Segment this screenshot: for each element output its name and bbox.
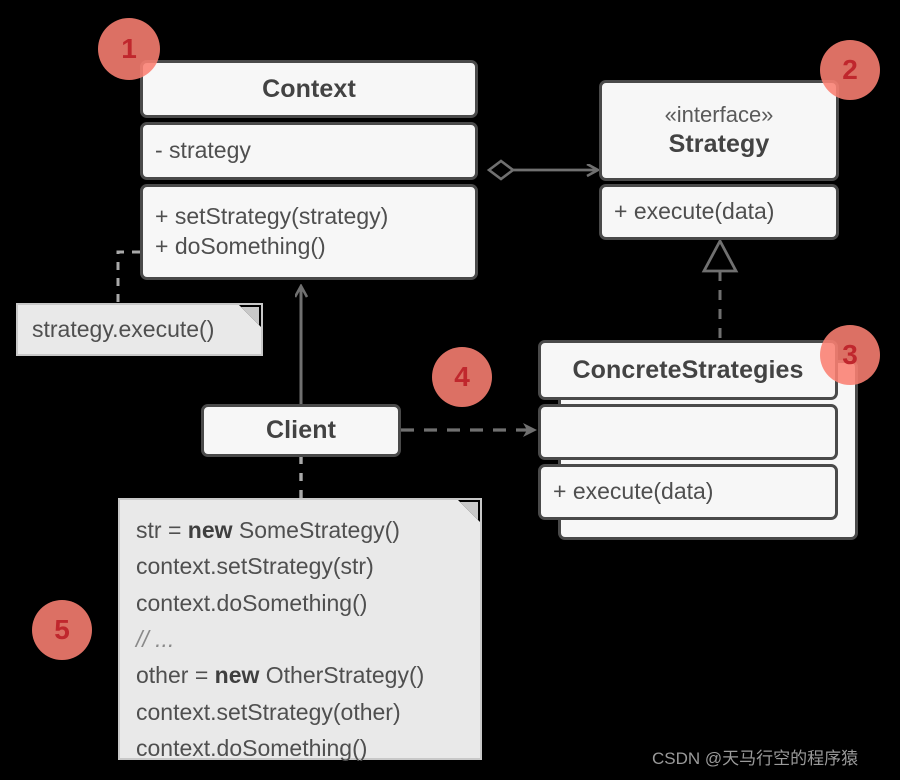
strategy-class-name: Strategy	[668, 130, 770, 159]
strategy-methods-compartment: + execute(data)	[599, 184, 839, 240]
code-line-5-post: OtherStrategy()	[259, 662, 425, 689]
badge-1[interactable]: 1	[98, 18, 160, 80]
relationship-context-strategy	[486, 159, 598, 181]
code-line-3: context.doSomething()	[136, 585, 464, 621]
code-line-6-text: context.setStrategy(other)	[136, 698, 401, 725]
code-note-fold-triangle-icon	[460, 502, 478, 520]
code-line-2-text: context.setStrategy(str)	[136, 553, 374, 580]
strategy-stereotype: «interface»	[664, 101, 774, 127]
context-class-name: Context	[262, 74, 356, 103]
code-line-7: context.doSomething()	[136, 730, 464, 766]
note-fold-triangle-icon	[241, 307, 259, 325]
context-method-setstrategy: + setStrategy(strategy)	[155, 203, 389, 230]
note-strategy-execute[interactable]: strategy.execute()	[16, 303, 263, 356]
client-title-compartment: Client	[201, 404, 401, 457]
context-field-strategy: - strategy	[155, 137, 251, 164]
realization-triangle	[701, 238, 739, 273]
badge-1-label: 1	[121, 33, 137, 64]
badge-3-label: 3	[842, 339, 858, 370]
strategy-title-compartment: «interface» Strategy	[599, 80, 839, 181]
class-box-concrete-strategies[interactable]: ConcreteStrategies + execute(data)	[538, 340, 838, 520]
code-line-1: str = new SomeStrategy()	[136, 512, 464, 548]
badge-5[interactable]: 5	[32, 600, 92, 660]
badge-2[interactable]: 2	[820, 40, 880, 100]
concrete-method-execute: + execute(data)	[553, 478, 714, 505]
aggregation-diamond	[486, 159, 516, 181]
note-anchor-context	[116, 250, 140, 304]
note-client-code[interactable]: str = new SomeStrategy() context.setStra…	[118, 498, 482, 761]
code-line-4-comment: // ...	[136, 621, 464, 657]
code-line-7-text: context.doSomething()	[136, 734, 368, 761]
code-line-5: other = new OtherStrategy()	[136, 657, 464, 693]
code-line-4-text: // ...	[136, 625, 175, 652]
context-method-dosomething: + doSomething()	[155, 233, 326, 259]
concrete-title-compartment: ConcreteStrategies	[538, 340, 838, 400]
code-line-1-pre: str =	[136, 517, 188, 543]
client-class-name: Client	[265, 416, 337, 444]
code-line-1-keyword: new	[187, 517, 233, 543]
badge-3[interactable]: 3	[820, 325, 880, 385]
badge-4[interactable]: 4	[432, 347, 492, 407]
context-title-compartment: Context	[140, 60, 478, 118]
concrete-class-name: ConcreteStrategies	[572, 355, 804, 384]
context-fields-compartment: - strategy	[140, 122, 478, 180]
code-line-1-post: SomeStrategy()	[232, 517, 400, 543]
badge-5-label: 5	[54, 614, 70, 645]
relationship-concrete-strategy	[701, 238, 739, 338]
context-methods-compartment: + setStrategy(strategy) + doSomething()	[140, 184, 478, 280]
class-box-strategy[interactable]: «interface» Strategy + execute(data)	[599, 80, 839, 240]
code-line-6: context.setStrategy(other)	[136, 694, 464, 730]
note-strategy-execute-text: strategy.execute()	[32, 315, 215, 342]
code-line-2: context.setStrategy(str)	[136, 548, 464, 584]
concrete-methods-compartment: + execute(data)	[538, 464, 838, 520]
class-box-context[interactable]: Context - strategy + setStrategy(strateg…	[140, 60, 478, 280]
code-line-3-text: context.doSomething()	[136, 589, 368, 616]
code-line-5-pre: other =	[136, 662, 215, 689]
strategy-method-execute: + execute(data)	[614, 198, 775, 225]
concrete-fields-compartment	[538, 404, 838, 460]
watermark-text: CSDN @天马行空的程序猿	[652, 749, 859, 768]
code-line-5-keyword: new	[214, 662, 260, 689]
badge-4-label: 4	[454, 361, 470, 392]
class-box-client[interactable]: Client	[201, 404, 401, 457]
badge-2-label: 2	[842, 54, 858, 85]
